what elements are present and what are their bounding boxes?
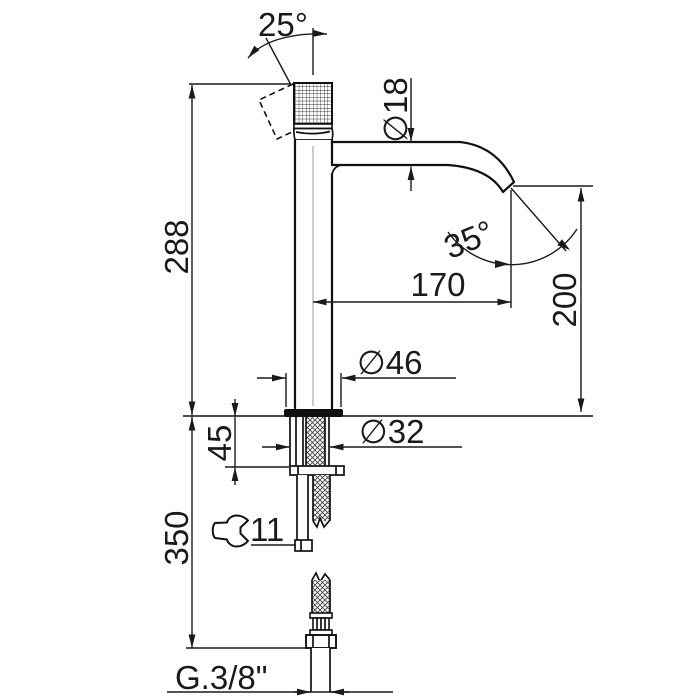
stud-end-fitting xyxy=(294,539,313,552)
label-thread-size: G.3/8" xyxy=(175,659,267,696)
spout xyxy=(330,140,516,194)
label-spout-tube-diameter: ∅18 xyxy=(377,77,414,142)
label-max-deck-thickness: 45 xyxy=(201,425,238,462)
arc-25-left xyxy=(247,36,289,59)
label-spout-reach: 170 xyxy=(410,266,465,303)
hose-lower xyxy=(305,571,337,692)
spout-fillet xyxy=(331,164,342,176)
shank xyxy=(289,417,330,466)
label-body-height: 288 xyxy=(158,219,195,274)
label-handle-tilt-angle: 25° xyxy=(258,6,308,43)
hose-break-line xyxy=(312,515,331,529)
outlet-direction-line xyxy=(510,187,567,252)
handle-knurled xyxy=(293,82,333,125)
dimension-lines xyxy=(167,28,593,696)
arc-25-right xyxy=(287,29,328,38)
label-wrench-size: 11 xyxy=(250,511,284,548)
wrench-icon xyxy=(211,514,249,548)
arc-35-arrow-right xyxy=(557,239,570,250)
arc-35-arrow-left xyxy=(495,260,509,268)
collar-groove-line xyxy=(295,130,331,135)
base-flange xyxy=(284,409,343,417)
label-base-diameter: ∅46 xyxy=(357,344,422,381)
label-spout-outlet-height: 200 xyxy=(546,272,583,327)
hose-in-shank xyxy=(306,417,325,466)
axis-tilted-line xyxy=(265,37,292,86)
label-outlet-angle: 35° xyxy=(439,213,499,266)
label-hose-length: 350 xyxy=(158,510,195,565)
stud-fill xyxy=(297,475,308,540)
pipe-fill xyxy=(311,648,330,692)
faucet-outline xyxy=(183,82,593,692)
label-shank-diameter: ∅32 xyxy=(359,413,424,450)
dimension-labels: 25° ∅18 288 170 200 35° ∅46 ∅32 45 350 1… xyxy=(158,6,583,696)
connector-nut xyxy=(305,634,337,649)
hose-upper xyxy=(312,475,331,529)
